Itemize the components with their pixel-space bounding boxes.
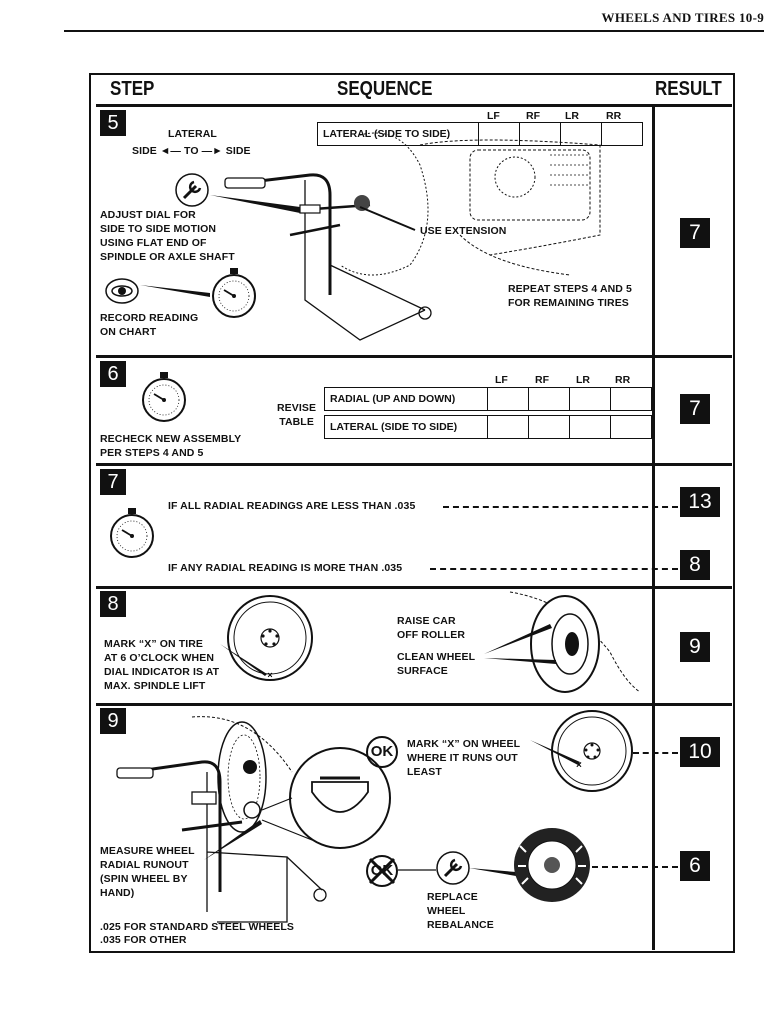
col-lr: LR [576,374,590,386]
result-step-6[interactable]: 7 [680,394,710,424]
if-all-readings-less: IF ALL RADIAL READINGS ARE LESS THAN .03… [168,500,416,512]
column-header-result: RESULT [655,78,722,100]
col-rr: RR [615,374,631,386]
wheel-runout-illustration [116,716,391,923]
col-rr: RR [606,110,622,122]
cell-rf[interactable] [528,415,570,439]
column-header-sequence: SEQUENCE [337,78,433,100]
dashed-leader [430,568,678,570]
svg-text:×: × [576,760,582,771]
step-divider-8-9 [96,703,732,706]
revise-table-label: REVISE TABLE [277,402,317,428]
step-number-7: 7 [100,469,126,495]
cell-lr[interactable] [569,415,611,439]
wheel-front-illustration: × [530,710,633,792]
other-wheel-spec: .035 FOR OTHER [100,934,187,946]
standard-wheel-spec: .025 FOR STANDARD STEEL WHEELS [100,921,294,933]
step-divider-7-8 [96,586,732,589]
wheel-side-illustration [484,591,641,693]
lateral-label: LATERAL [168,128,217,140]
recheck-instructions: RECHECK NEW ASSEMBLY PER STEPS 4 AND 5 [100,433,242,459]
repeat-steps-note: REPEAT STEPS 4 AND 5 FOR REMAINING TIRES [508,283,632,309]
row-label-radial: RADIAL (UP AND DOWN) [324,387,488,411]
step-number-5: 5 [100,110,126,136]
step-divider-6-7 [96,463,732,466]
eye-icon [105,278,139,304]
table-row: LATERAL (SIDE TO SIDE) [324,415,652,439]
clean-wheel-label: CLEAN WHEEL SURFACE [397,651,476,677]
col-lr: LR [565,110,579,122]
if-any-reading-more: IF ANY RADIAL READING IS MORE THAN .035 [168,562,403,574]
col-lf: LF [487,110,500,122]
dashed-leader [592,866,678,868]
cell-rf[interactable] [528,387,570,411]
dial-gauge-icon [142,372,186,422]
dial-gauge-icon [110,508,154,558]
mark-x-on-tire: MARK “X” ON TIRE AT 6 O’CLOCK WHEN DIAL … [104,638,220,692]
cell-lr[interactable] [560,122,602,146]
cell-rr[interactable] [610,415,652,439]
dial-indicator-spindle-illustration [140,132,601,341]
result-step-7-any[interactable]: 8 [680,550,710,580]
step-divider-5-6 [96,355,732,358]
cell-lr[interactable] [569,387,611,411]
raise-car-label: RAISE CAR OFF ROLLER [397,615,466,641]
result-step-9-not-ok[interactable]: 6 [680,851,710,881]
tire-wheel-assembly-illustration [514,828,590,902]
step-number-6: 6 [100,361,126,387]
header-divider [96,104,732,107]
cell-rf[interactable] [519,122,561,146]
adjust-dial-instructions: ADJUST DIAL FOR SIDE TO SIDE MOTION USIN… [100,209,235,263]
table-row: RADIAL (UP AND DOWN) [324,387,652,411]
dashed-leader [443,506,678,508]
table-row: LATERAL (SIDE TO SIDE) [317,122,643,146]
result-column-divider [652,104,655,950]
not-ok-circle-icon: OK [366,855,398,887]
col-rf: RF [526,110,540,122]
dashed-leader [633,752,678,754]
replace-connector [398,851,516,885]
cell-lf[interactable] [487,387,529,411]
col-lf: LF [495,374,508,386]
record-reading-label: RECORD READING ON CHART [100,312,199,338]
page-header: WHEELS AND TIRES 10-9 [64,6,764,32]
tire-mark-illustration: × [220,595,313,681]
svg-text:×: × [267,670,272,680]
step-number-8: 8 [100,591,126,617]
side-to-side-label: SIDE ◄— TO —► SIDE [132,145,251,157]
result-step-7-all[interactable]: 13 [680,487,720,517]
result-step-5[interactable]: 7 [680,218,710,248]
column-header-step: STEP [110,78,155,100]
use-extension-label: USE EXTENSION [420,225,507,237]
procedure-chart-frame [89,73,735,953]
row-label-lateral: LATERAL (SIDE TO SIDE) [324,415,488,439]
cell-rr[interactable] [601,122,643,146]
cross-out-icon [368,857,396,885]
wrench-icon [175,173,209,207]
cell-lf[interactable] [478,122,520,146]
ok-circle-icon: OK [366,736,398,768]
measure-radial-runout: MEASURE WHEEL RADIAL RUNOUT (SPIN WHEEL … [100,845,195,899]
page-title: WHEELS AND TIRES 10-9 [601,10,764,25]
lateral-reading-table: LATERAL (SIDE TO SIDE) [317,122,643,146]
result-step-9-ok[interactable]: 10 [680,737,720,767]
col-rf: RF [535,374,549,386]
mark-x-on-wheel: MARK “X” ON WHEEL WHERE IT RUNS OUT LEAS… [407,738,521,778]
replace-wheel-rebalance: REPLACE WHEEL REBALANCE [427,891,494,931]
row-label-lateral: LATERAL (SIDE TO SIDE) [317,122,479,146]
result-step-8[interactable]: 9 [680,632,710,662]
revise-reading-table: RADIAL (UP AND DOWN) LATERAL (SIDE TO SI… [324,387,652,439]
cell-lf[interactable] [487,415,529,439]
cell-rr[interactable] [610,387,652,411]
step-number-9: 9 [100,708,126,734]
dial-gauge-icon [212,268,256,318]
